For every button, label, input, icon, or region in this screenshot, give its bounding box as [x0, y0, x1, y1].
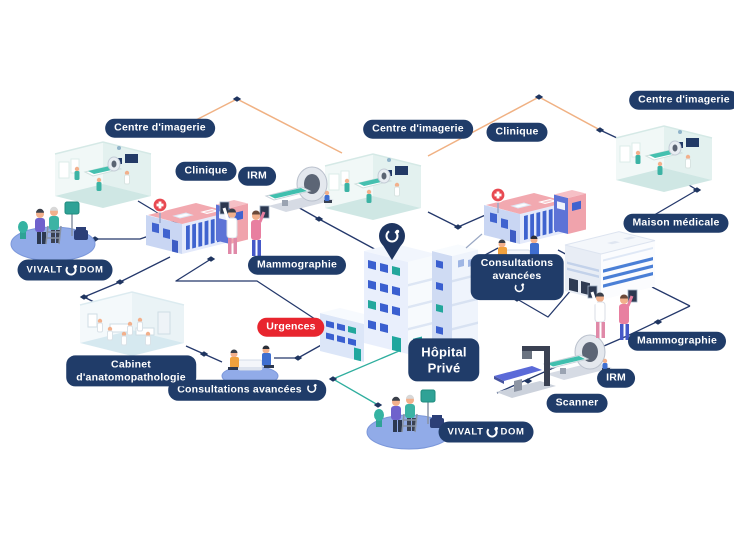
logo-text-vivalt: VIVALT [26, 264, 63, 276]
logo-text-vivalt: VIVALT [447, 426, 484, 438]
label-hopital-prive: Hôpital Privé [408, 338, 480, 382]
pathology-lab-room [79, 291, 185, 357]
label-irm-right: IRM [597, 368, 635, 388]
vivaltodom-logo-left: VIVALT DOM [17, 259, 113, 281]
sync-icon [485, 282, 554, 297]
imaging-room-right [615, 125, 713, 193]
label-clinique-right: Clinique [486, 122, 548, 142]
swirl-icon [65, 264, 77, 276]
xray-scanner-machine [494, 346, 556, 398]
imaging-room-center [324, 153, 422, 221]
label-maison-medicale: Maison médicale [623, 213, 729, 233]
label-clinique-left: Clinique [175, 161, 237, 181]
label-consultations-left: Consultations avancées [168, 379, 326, 401]
medical-house-building [564, 231, 656, 301]
homecare-group-bottom [366, 389, 452, 450]
label-consultations-right: Consultations avancées [470, 254, 564, 300]
label-mammographie-right: Mammographie [628, 331, 726, 351]
mri-machine-left [265, 166, 335, 213]
homecare-group-left [10, 201, 96, 262]
consultations-left-text: Consultations avancées [177, 383, 302, 396]
label-scanner: Scanner [546, 393, 608, 413]
label-centre-imagerie-right: Centre d'imagerie [629, 90, 734, 110]
logo-text-dom: DOM [79, 264, 104, 276]
consultations-right-line1: Consultations [480, 257, 554, 270]
network-node [523, 378, 533, 384]
label-irm-left: IRM [238, 166, 276, 186]
clinic-building-right [483, 187, 587, 245]
cabinet-line2: d'anatomopathologie [76, 371, 186, 383]
vivaltodom-logo-bottom: VIVALT DOM [438, 421, 534, 443]
label-urgences: Urgences [257, 317, 325, 337]
sync-icon [306, 383, 317, 398]
label-cabinet-anatomopathologie: Cabinet d'anatomopathologie [66, 355, 196, 387]
hopital-line2: Privé [427, 360, 461, 375]
label-mammographie-left: Mammographie [248, 255, 346, 275]
consultations-right-line2: avancées [481, 270, 554, 297]
cabinet-line1: Cabinet [111, 358, 151, 371]
consultations-right-text: avancées [492, 269, 542, 282]
logo-text-dom: DOM [500, 426, 525, 438]
swirl-icon [486, 426, 498, 438]
label-centre-imagerie-center: Centre d'imagerie [363, 119, 473, 139]
imaging-room-left [54, 141, 152, 209]
hopital-line1: Hôpital [421, 344, 467, 360]
label-centre-imagerie-left: Centre d'imagerie [105, 118, 215, 138]
